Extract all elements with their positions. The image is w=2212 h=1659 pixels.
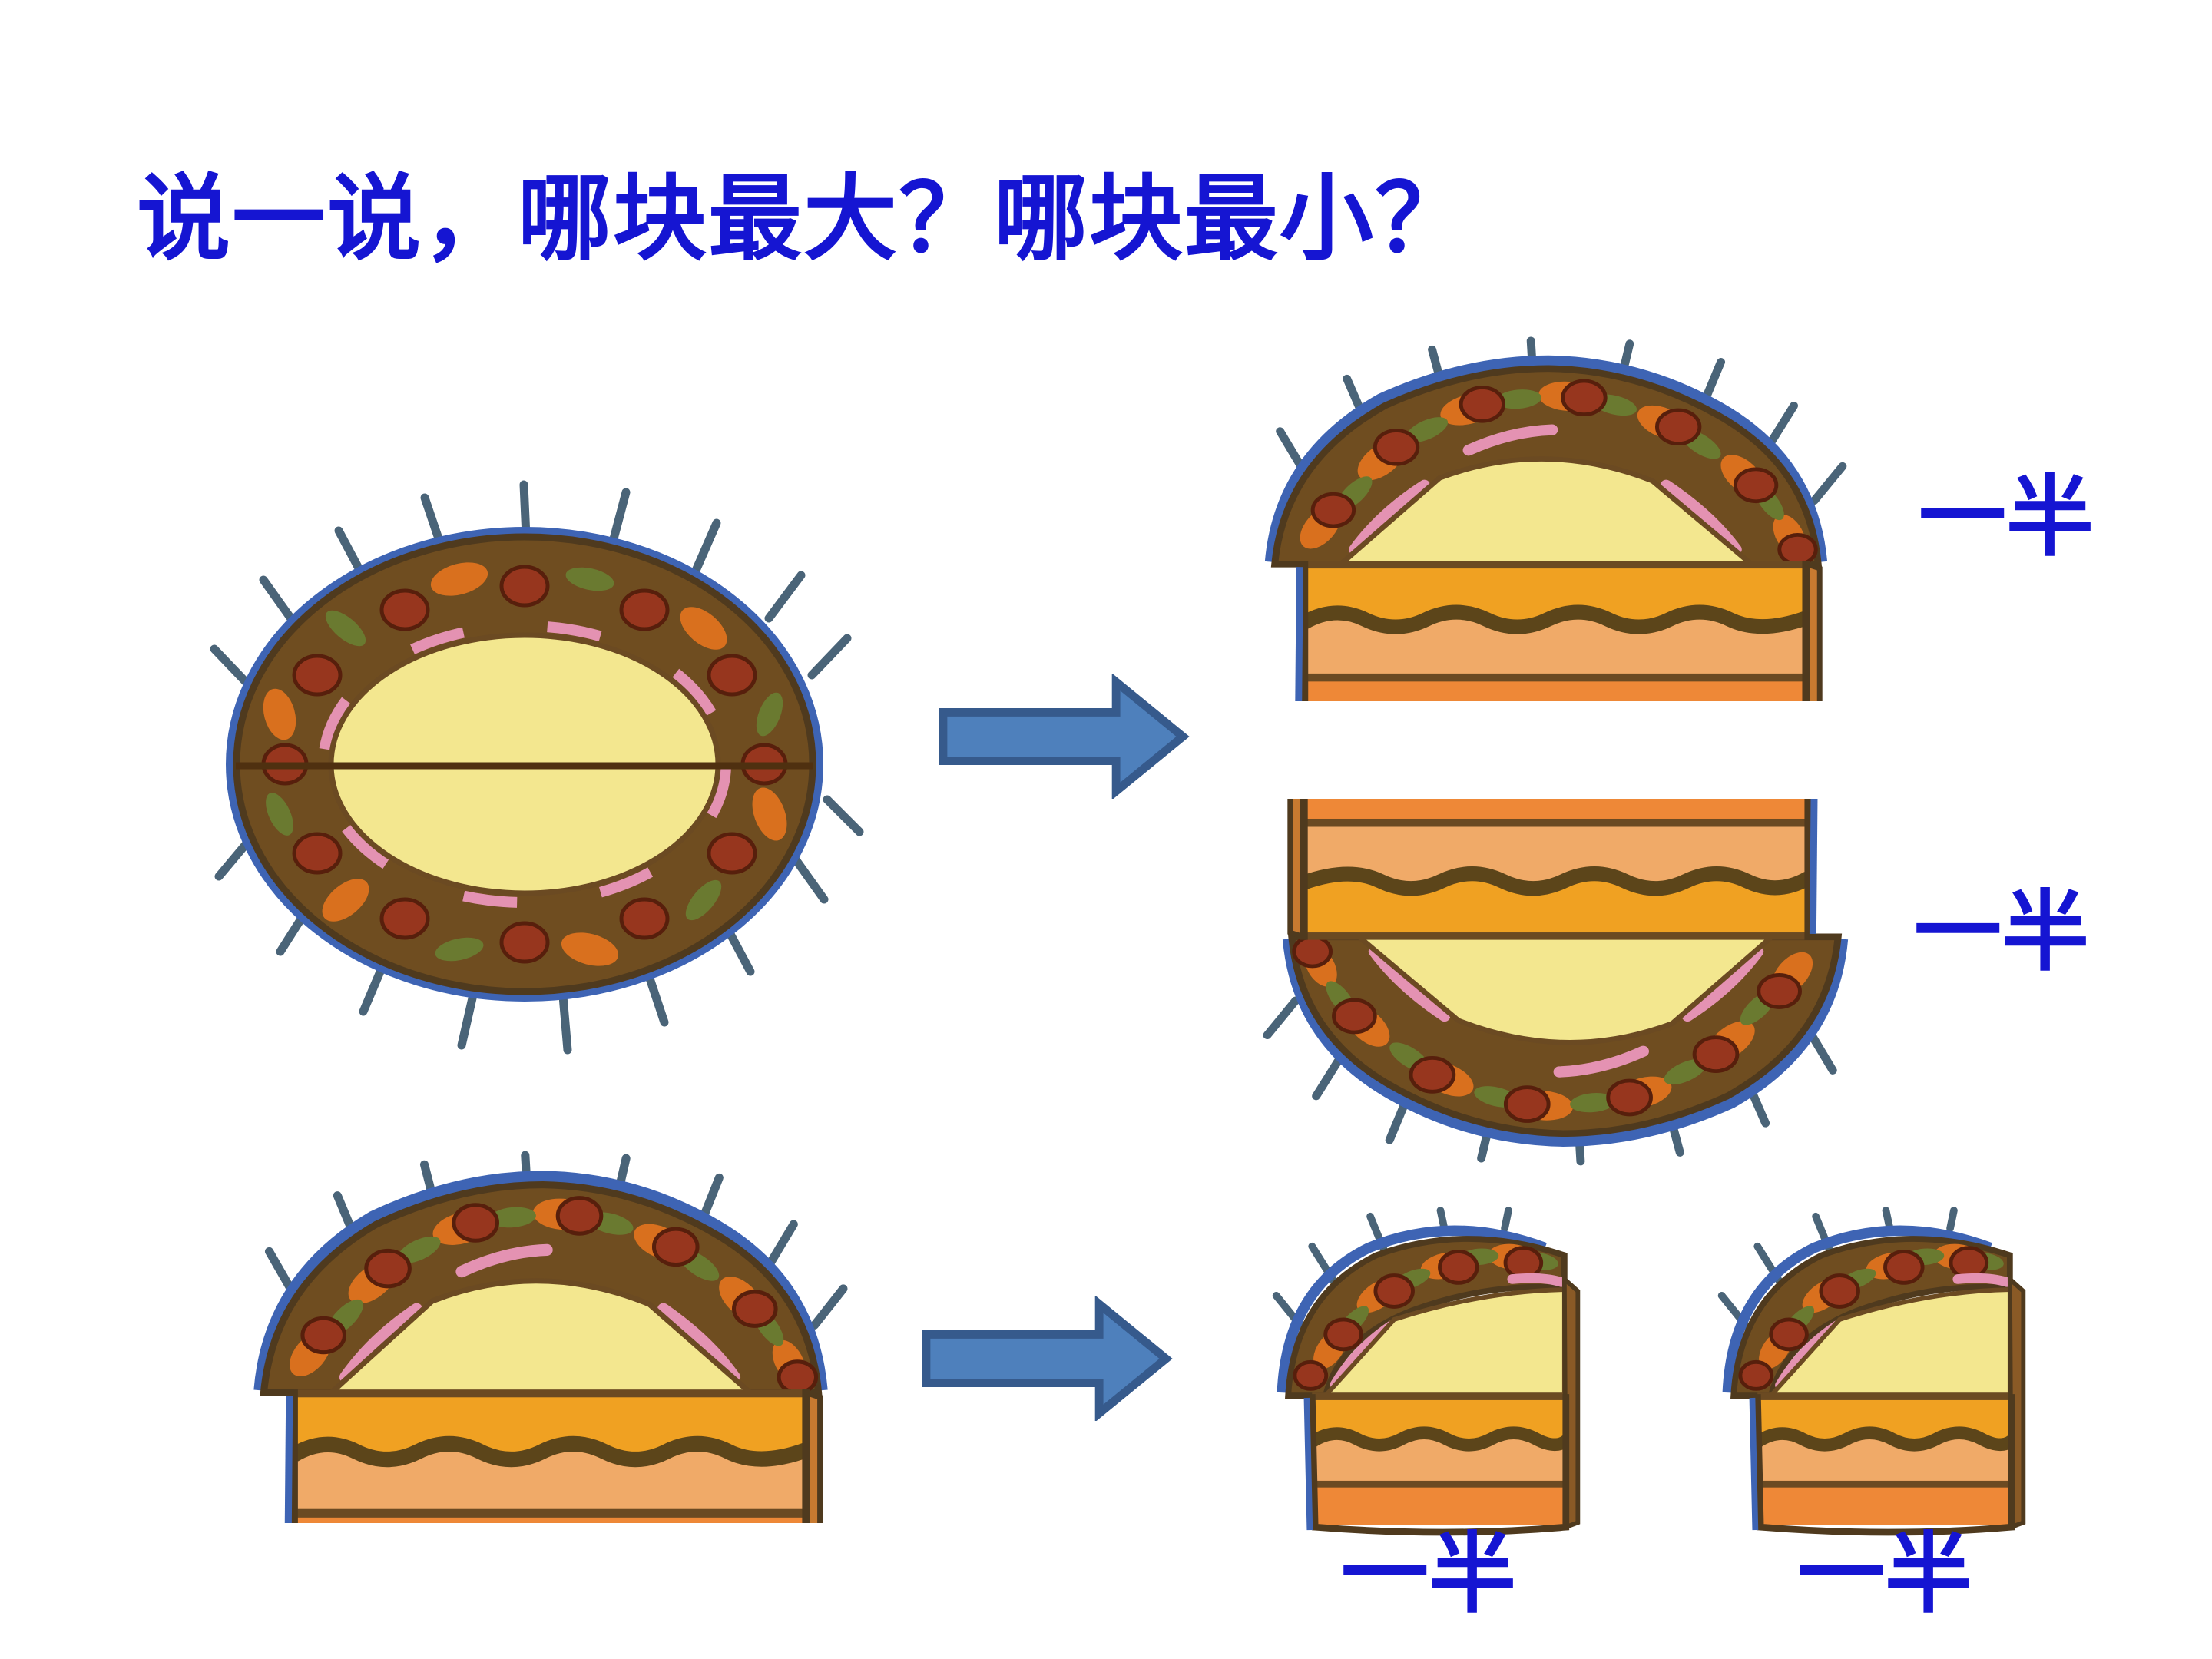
half-label-4: 一半 <box>1797 1526 1973 1624</box>
quarter-cake-illustration-1 <box>1266 1207 1587 1536</box>
half-label-1: 一半 <box>1919 469 2094 567</box>
half-cake-source-illustration <box>229 1151 849 1523</box>
quarter-cake-illustration-2 <box>1711 1207 2032 1536</box>
half-cake-top-illustration <box>1240 336 1849 701</box>
blue-outline <box>226 527 823 1002</box>
half-label-3: 一半 <box>1341 1526 1517 1624</box>
half-cake-bottom-illustration <box>1261 799 1873 1166</box>
half-label-2: 一半 <box>1914 884 2090 982</box>
right-arrow-icon <box>919 1296 1174 1421</box>
slide-title: 说一说，哪块最大？哪块最小？ <box>137 168 1470 272</box>
leaves <box>266 567 783 962</box>
right-arrow-icon <box>935 674 1190 799</box>
berries <box>261 565 788 964</box>
orange-decor <box>263 562 787 966</box>
whole-cake-illustration <box>210 480 864 1055</box>
